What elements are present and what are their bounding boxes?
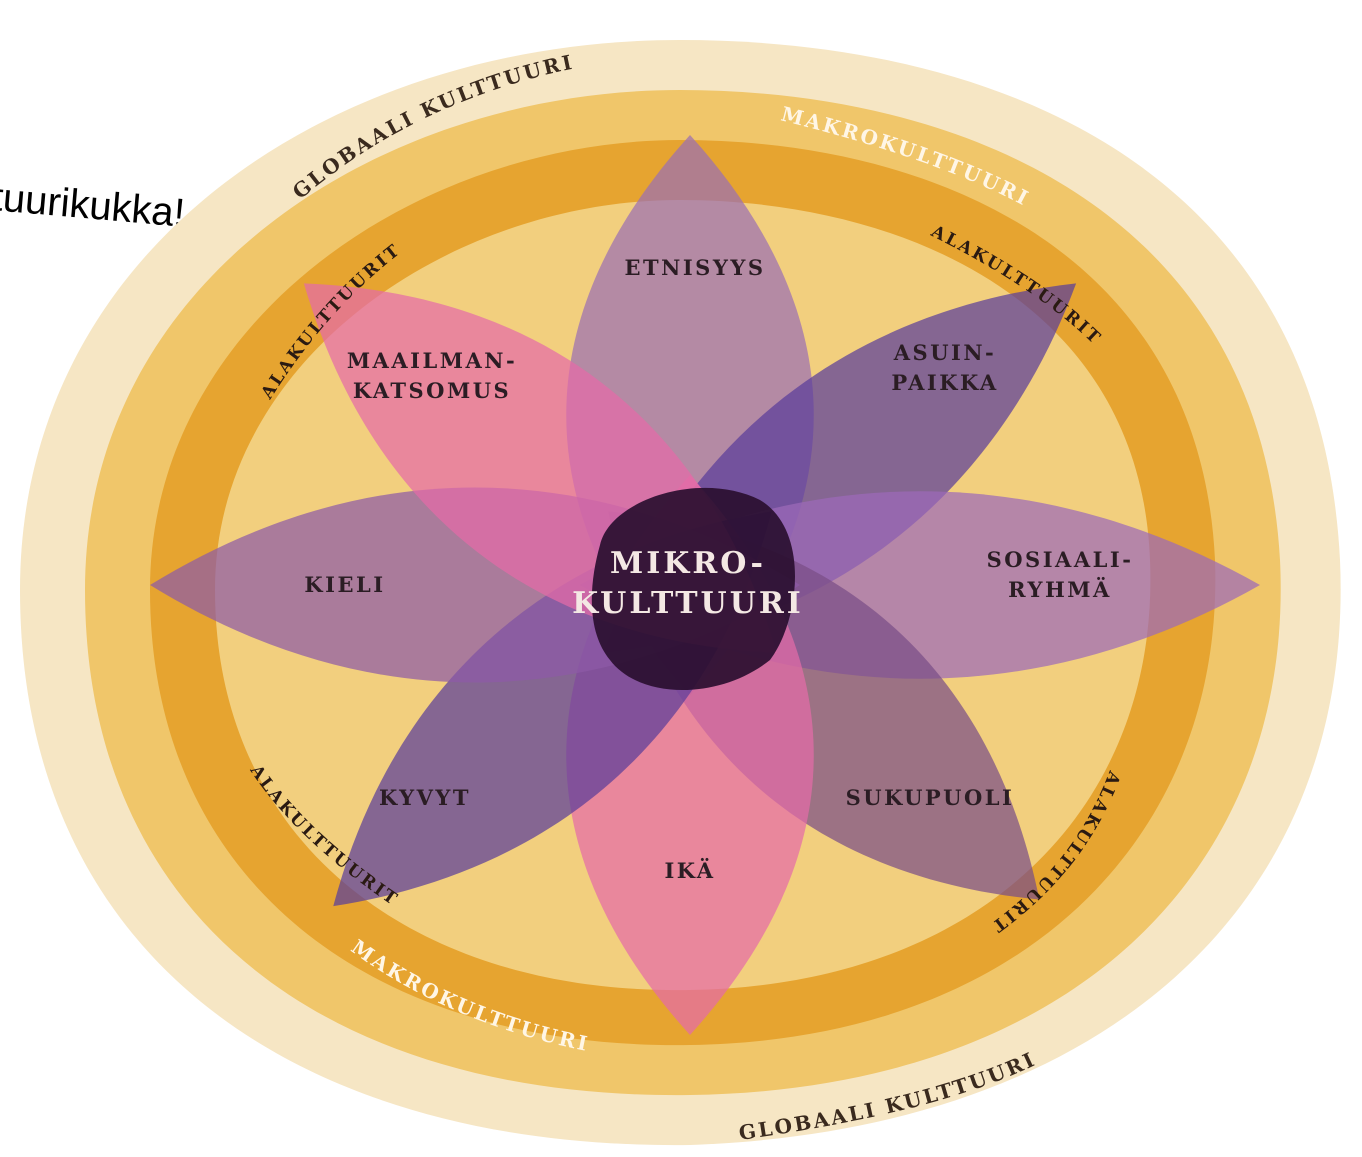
center-label-line2: KULTTUURI: [572, 586, 804, 621]
petal-label-asuinpaikka-line2: PAIKKA: [891, 370, 998, 395]
petal-label-maailmankatsomus-line2: KATSOMUS: [353, 378, 511, 403]
petal-label-etnisyys: ETNISYYS: [625, 255, 766, 280]
center-label-line1: MIKRO-: [610, 546, 766, 581]
petal-label-sukupuoli: SUKUPUOLI: [846, 785, 1015, 810]
petal-label-maailmankatsomus-line1: MAAILMAN-: [347, 348, 517, 373]
petal-label-kyvyt: KYVYT: [379, 785, 471, 810]
center-group: MIKRO- KULTTUURI: [572, 487, 804, 690]
center-blob: [591, 487, 795, 690]
petal-label-sosiaaliryhma-line1: SOSIAALI-: [987, 547, 1134, 572]
petal-label-sosiaaliryhma-line2: RYHMÄ: [1008, 577, 1112, 602]
petal-label-asuinpaikka-line1: ASUIN-: [893, 340, 997, 365]
petal-label-ika: IKÄ: [664, 858, 715, 883]
petal-label-kieli: KIELI: [304, 572, 385, 597]
petal-labels: ETNISYYS ASUIN- PAIKKA SOSIAALI- RYHMÄ SUKUPU…: [304, 255, 1134, 883]
